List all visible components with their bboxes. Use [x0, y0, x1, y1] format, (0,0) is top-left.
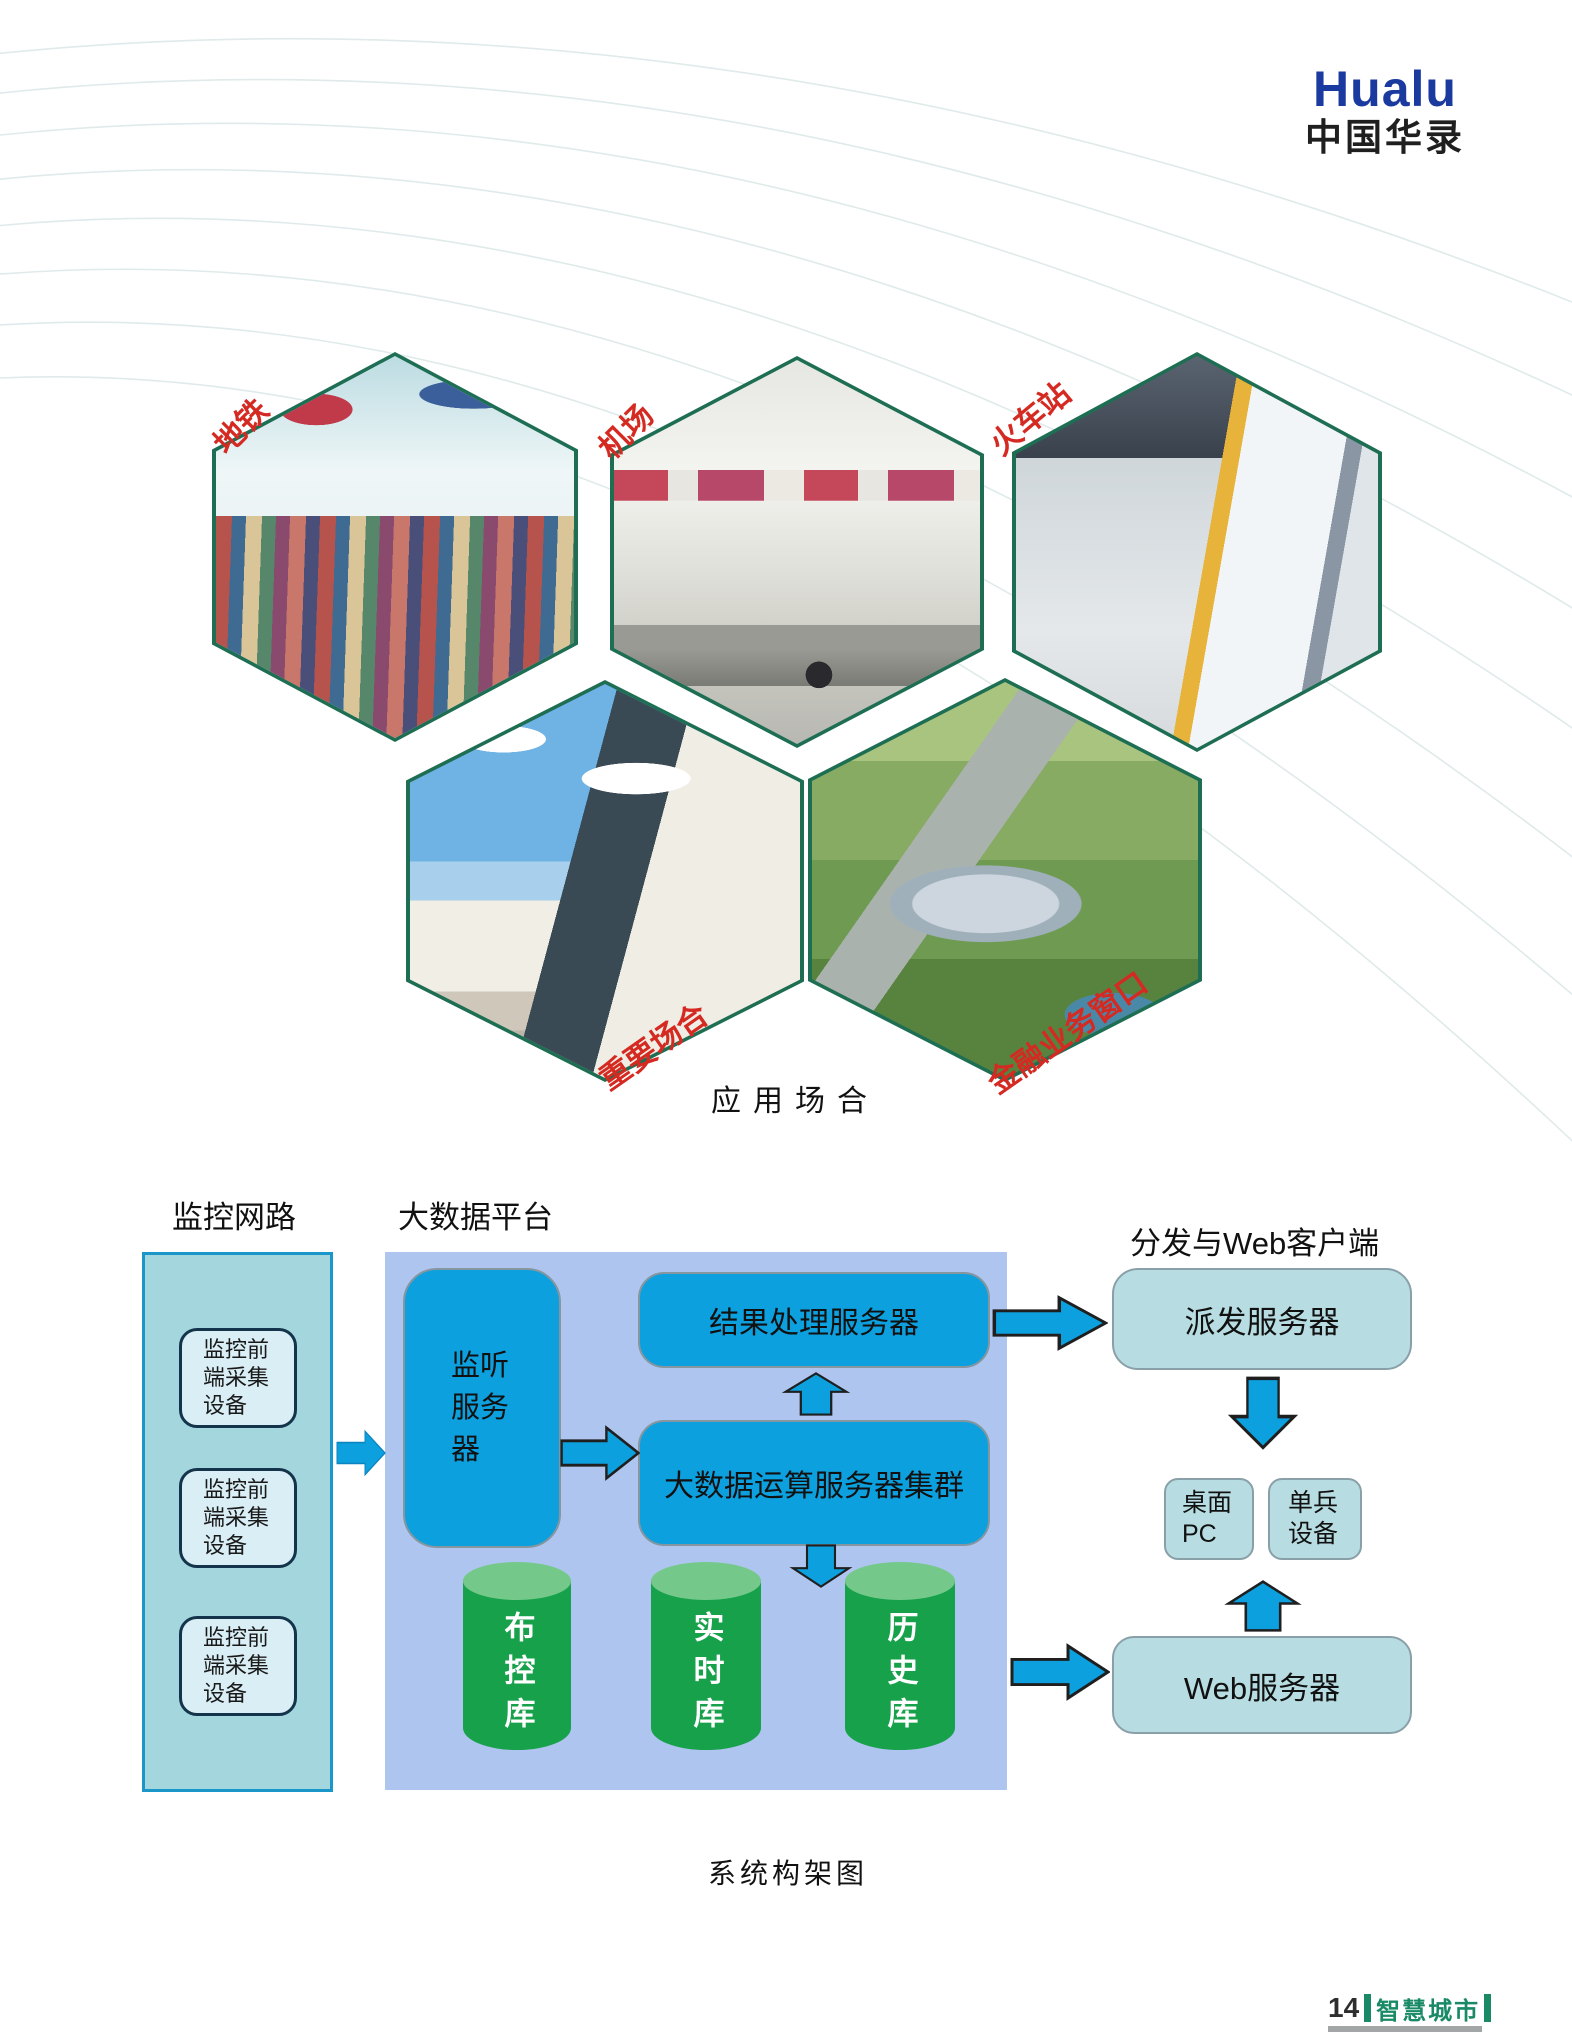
database-label: 历史库 [882, 1610, 918, 1740]
cylinder-body [845, 1580, 955, 1750]
capture-device-label: 监控前端采集设备 [203, 1624, 270, 1707]
page-footer: 14 智慧城市 [1328, 1992, 1492, 2025]
database-label: 实时库 [688, 1610, 724, 1740]
monitor-network-title: 监控网路 [172, 1200, 296, 1235]
train-station-photo [1016, 356, 1378, 748]
arrow-up-icon [778, 1372, 854, 1416]
footer-green-bar [1484, 1994, 1492, 2022]
database-cylinder-control: 布控库 [463, 1562, 571, 1750]
page-number: 14 [1328, 1992, 1360, 2023]
desktop-pc-label: 桌面PC [1182, 1488, 1233, 1548]
arrow-right-icon [1010, 1642, 1110, 1702]
desktop-pc-box: 桌面PC [1164, 1478, 1254, 1560]
architecture-caption: 系统构架图 [708, 1858, 869, 1889]
web-server-box: Web服务器 [1112, 1636, 1412, 1734]
brand-wordmark: Hualu [1313, 61, 1457, 117]
database-label: 布控库 [499, 1610, 535, 1740]
footer-green-bar [1364, 1994, 1372, 2022]
cylinder-top [463, 1562, 571, 1600]
capture-device-box-3: 监控前端采集设备 [179, 1616, 297, 1716]
cylinder-body [651, 1580, 761, 1750]
cylinder-top [651, 1562, 761, 1600]
airport-counter-photo [614, 360, 980, 744]
dispatch-server-box: 派发服务器 [1112, 1268, 1412, 1370]
arrow-up-icon [1220, 1580, 1306, 1632]
capture-device-box-2: 监控前端采集设备 [179, 1468, 297, 1568]
database-cylinder-realtime: 实时库 [651, 1562, 761, 1750]
cylinder-body [463, 1580, 571, 1750]
arrow-right-icon [992, 1294, 1108, 1352]
footer-section-title: 智慧城市 [1376, 1997, 1481, 2025]
distribution-title: 分发与Web客户端 [1130, 1226, 1380, 1261]
listen-server-box: 监听服务器 [403, 1268, 561, 1548]
arrow-down-icon [1224, 1376, 1302, 1450]
listen-server-label: 监听服务器 [451, 1349, 510, 1467]
hexagon-photo-subway [212, 352, 578, 742]
platform-title: 大数据平台 [398, 1200, 553, 1235]
soldier-device-box: 单兵设备 [1268, 1478, 1362, 1560]
result-processing-server-box: 结果处理服务器 [638, 1272, 990, 1368]
brand-logo: Hualu 中国华录 [1300, 64, 1470, 159]
cylinder-top [845, 1562, 955, 1600]
scenes-caption: 应用场合 [711, 1085, 879, 1118]
arrow-down-icon [786, 1544, 856, 1588]
capture-device-label: 监控前端采集设备 [203, 1336, 270, 1419]
footer-rule [1328, 2026, 1482, 2032]
important-venue-photo [410, 684, 800, 1078]
database-cylinder-history: 历史库 [845, 1562, 955, 1750]
arrow-right-icon [560, 1424, 640, 1482]
capture-device-label: 监控前端采集设备 [203, 1476, 270, 1559]
arrow-right-icon [336, 1428, 386, 1478]
compute-cluster-box: 大数据运算服务器集群 [638, 1420, 990, 1546]
brand-name-chinese: 中国华录 [1305, 117, 1465, 158]
capture-device-box-1: 监控前端采集设备 [179, 1328, 297, 1428]
soldier-device-label: 单兵设备 [1288, 1488, 1339, 1548]
